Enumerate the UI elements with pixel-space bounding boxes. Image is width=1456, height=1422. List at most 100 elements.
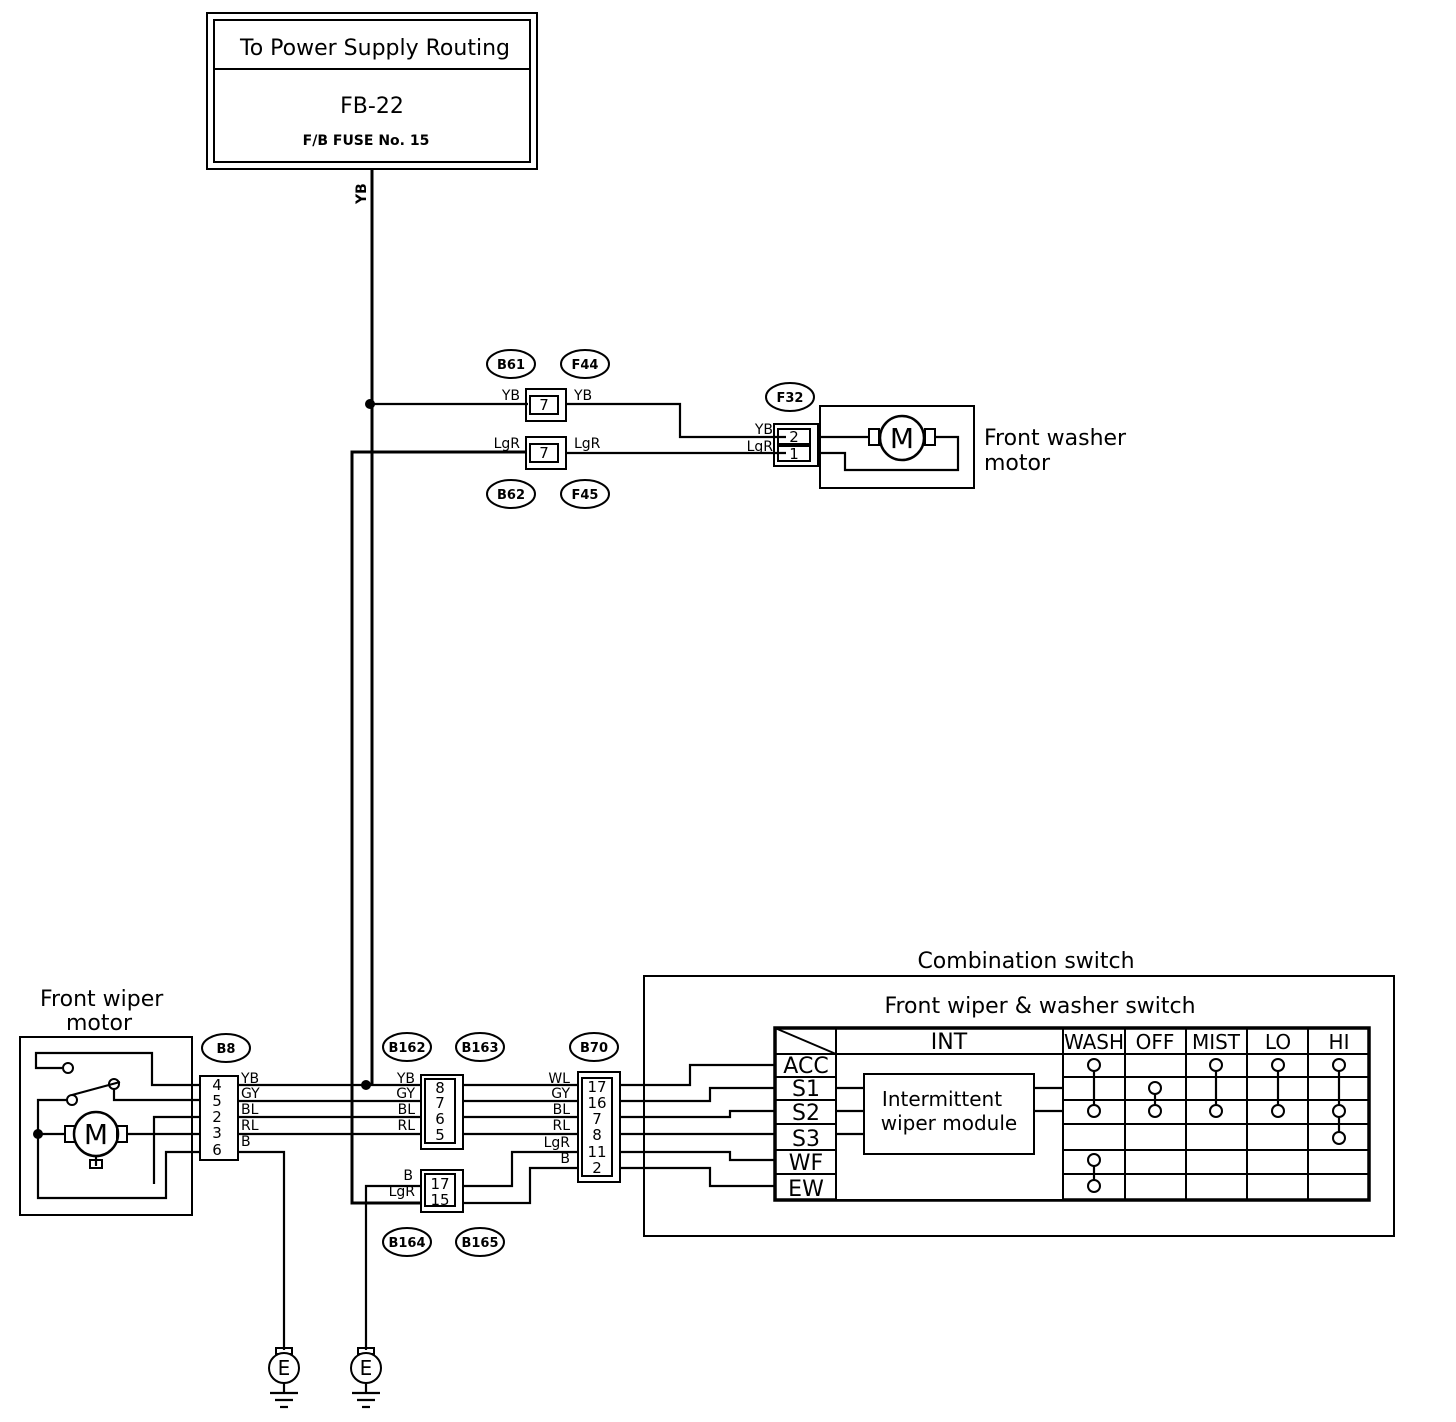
conn-b164-group: 17 15 B LgR B164 B165 <box>382 1168 505 1257</box>
svg-text:BL: BL <box>398 1102 416 1118</box>
svg-text:B165: B165 <box>461 1236 498 1251</box>
svg-text:wiper module: wiper module <box>881 1111 1017 1135</box>
power-box-fuse: F/B FUSE No. 15 <box>303 133 430 149</box>
conn-b8: B8 <box>201 1033 251 1063</box>
wiper-motor-housing <box>19 1036 193 1216</box>
intermittent-wiper-module <box>863 1073 1035 1155</box>
svg-text:YB: YB <box>573 388 592 404</box>
conn-b164: B164 <box>382 1227 432 1257</box>
svg-text:motor: motor <box>984 451 1051 476</box>
svg-text:M: M <box>890 422 914 455</box>
svg-text:16: 16 <box>587 1094 606 1112</box>
col-wash: WASH <box>1064 1030 1124 1054</box>
svg-text:B: B <box>560 1151 570 1167</box>
svg-text:5: 5 <box>212 1092 222 1110</box>
row-s1: S1 <box>792 1077 820 1102</box>
svg-text:6: 6 <box>212 1141 222 1159</box>
power-box-title: To Power Supply Routing <box>239 36 510 61</box>
svg-text:LgR: LgR <box>747 439 774 455</box>
pin-lgr-7: 7 <box>539 444 549 462</box>
svg-text:YB: YB <box>396 1071 415 1087</box>
svg-text:7: 7 <box>435 1094 445 1112</box>
row-s3: S3 <box>792 1127 820 1152</box>
svg-text:B164: B164 <box>388 1236 425 1251</box>
svg-text:B61: B61 <box>497 358 525 373</box>
conn-b70-group: B70 17 16 7 8 11 2 WL GY BL RL LgR B <box>544 1032 621 1183</box>
conn-f32: F32 <box>765 382 815 412</box>
svg-text:17: 17 <box>430 1175 449 1193</box>
front-wiper-motor: Front wiper motor M B8 4 5 2 3 6 YB <box>19 987 260 1216</box>
svg-text:BL: BL <box>241 1102 259 1118</box>
washer-junction: B61 F44 B62 F45 7 YB YB 7 LgR LgR <box>372 349 786 509</box>
svg-text:RL: RL <box>552 1118 570 1134</box>
conn-b165: B165 <box>455 1227 505 1257</box>
svg-text:LgR: LgR <box>544 1135 571 1151</box>
svg-text:RL: RL <box>241 1118 259 1134</box>
conn-f45: F45 <box>560 479 610 509</box>
svg-text:LgR: LgR <box>389 1184 416 1200</box>
svg-text:B70: B70 <box>580 1041 608 1056</box>
power-box-inner <box>213 19 531 163</box>
row-s2: S2 <box>792 1101 820 1126</box>
svg-text:15: 15 <box>430 1191 449 1209</box>
power-supply-box: To Power Supply Routing FB-22 F/B FUSE N… <box>206 12 538 170</box>
wiper-motor-label: Front wiper <box>40 987 164 1012</box>
svg-text:3: 3 <box>212 1124 222 1142</box>
junction-dot-top <box>365 399 375 409</box>
svg-text:6: 6 <box>435 1110 445 1128</box>
conn-b162: B162 <box>382 1032 432 1062</box>
svg-text:2: 2 <box>592 1159 602 1177</box>
row-acc: ACC <box>783 1054 828 1079</box>
svg-text:YB: YB <box>754 422 773 438</box>
svg-text:GY: GY <box>551 1086 570 1102</box>
svg-text:8: 8 <box>592 1126 602 1144</box>
svg-text:7: 7 <box>592 1110 602 1128</box>
col-int: INT <box>931 1030 968 1055</box>
switch-positions <box>1087 1058 1346 1193</box>
svg-text:F32: F32 <box>777 391 804 406</box>
svg-text:1: 1 <box>789 445 799 463</box>
svg-text:BL: BL <box>553 1102 571 1118</box>
washer-motor-label: Front washer <box>984 426 1127 451</box>
svg-text:RL: RL <box>397 1118 415 1134</box>
svg-text:17: 17 <box>587 1078 606 1096</box>
svg-text:B: B <box>241 1134 251 1150</box>
conn-b62: B62 <box>486 479 536 509</box>
row-wf: WF <box>789 1151 823 1176</box>
row-ew: EW <box>788 1177 824 1202</box>
svg-text:B62: B62 <box>497 488 525 503</box>
svg-text:4: 4 <box>212 1076 222 1094</box>
svg-text:11: 11 <box>587 1143 606 1161</box>
combination-switch: Combination switch Front wiper & washer … <box>643 949 1395 1237</box>
svg-text:E: E <box>360 1356 373 1380</box>
svg-text:GY: GY <box>241 1086 260 1102</box>
svg-text:YB: YB <box>240 1071 259 1087</box>
conn-b162-group: B162 B163 8 7 6 5 YB GY BL RL <box>382 1032 505 1150</box>
front-washer-motor: F32 2 1 YB LgR M Front washer motor <box>747 382 1127 489</box>
svg-text:F44: F44 <box>572 358 599 373</box>
combination-switch-title: Combination switch <box>917 949 1134 974</box>
svg-text:LgR: LgR <box>494 436 521 452</box>
main-wire-label: YB <box>354 183 370 205</box>
svg-text:B8: B8 <box>217 1042 236 1057</box>
col-hi: HI <box>1329 1030 1350 1054</box>
wiper-washer-switch-title: Front wiper & washer switch <box>884 994 1195 1019</box>
lgr-wire <box>350 450 526 1205</box>
svg-text:GY: GY <box>396 1086 415 1102</box>
svg-text:M: M <box>84 1118 108 1151</box>
svg-text:E: E <box>278 1356 291 1380</box>
svg-text:5: 5 <box>435 1126 445 1144</box>
svg-text:Intermittent: Intermittent <box>882 1087 1002 1111</box>
svg-text:LgR: LgR <box>574 436 601 452</box>
conn-f44: F44 <box>560 349 610 379</box>
conn-b70: B70 <box>569 1032 619 1062</box>
ground-left: E <box>268 1347 300 1409</box>
conn-b61: B61 <box>486 349 536 379</box>
pin-yb-7: 7 <box>539 396 549 414</box>
conn-b163: B163 <box>455 1032 505 1062</box>
svg-text:motor: motor <box>66 1011 133 1036</box>
col-mist: MIST <box>1192 1030 1241 1054</box>
washer-motor-housing <box>819 405 975 489</box>
svg-text:B163: B163 <box>461 1041 498 1056</box>
